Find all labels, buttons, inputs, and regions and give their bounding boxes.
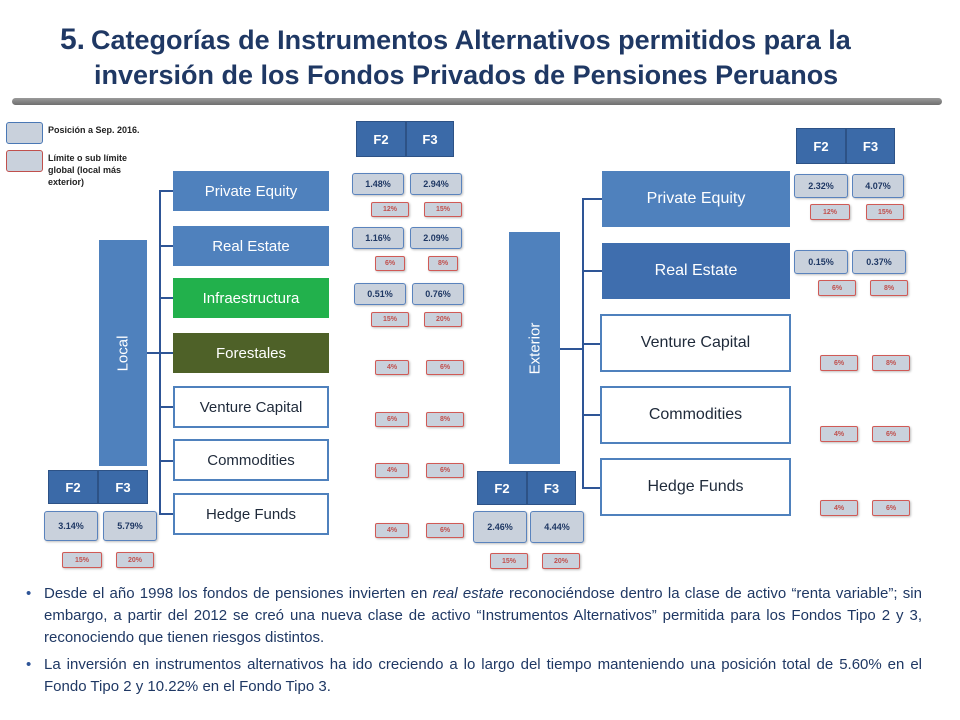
local-commod-f3-limit: 6% xyxy=(426,463,464,478)
exterior-re-f2-value: 0.15% xyxy=(794,250,848,274)
exterior-label: Exterior xyxy=(526,322,543,374)
local-total-f3-value: 5.79% xyxy=(103,511,157,541)
local-branch xyxy=(159,460,173,462)
local-hf-f3-limit: 6% xyxy=(426,523,464,538)
local-hf-f2-limit: 4% xyxy=(375,523,409,538)
exterior-category-real-estate: Real Estate xyxy=(602,243,790,299)
exterior-hf-f3-limit: 6% xyxy=(872,500,910,516)
local-branch xyxy=(159,352,173,354)
local-category-infraestructura: Infraestructura xyxy=(173,278,329,318)
local-re-f3-limit: 8% xyxy=(428,256,458,271)
exterior-branch xyxy=(582,414,602,416)
local-total-header-f2: F2 xyxy=(48,470,98,504)
exterior-pe-f2-limit: 12% xyxy=(810,204,850,220)
local-forest-f3-limit: 6% xyxy=(426,360,464,375)
bullet-1-italic: real estate xyxy=(432,585,504,602)
local-category-private-equity: Private Equity xyxy=(173,171,329,211)
exterior-pe-f3-value: 4.07% xyxy=(852,174,904,198)
exterior-re-f2-limit: 6% xyxy=(818,280,856,296)
exterior-total-header-f3: F3 xyxy=(527,471,576,505)
title-line-1: Categorías de Instrumentos Alternativos … xyxy=(91,25,851,55)
local-connector xyxy=(147,352,160,354)
exterior-branch xyxy=(582,198,602,200)
bullet-item-1: Desde el año 1998 los fondos de pensione… xyxy=(26,583,922,649)
exterior-vc-f3-limit: 8% xyxy=(872,355,910,371)
local-infra-f3-limit: 20% xyxy=(424,312,462,327)
exterior-column: Exterior xyxy=(509,232,560,464)
local-total-header-f3: F3 xyxy=(98,470,148,504)
exterior-re-f3-limit: 8% xyxy=(870,280,908,296)
exterior-hf-f2-limit: 4% xyxy=(820,500,858,516)
title-line-2: inversión de los Fondos Privados de Pens… xyxy=(94,60,839,90)
local-total-f2-value: 3.14% xyxy=(44,511,98,541)
local-infra-f3-value: 0.76% xyxy=(412,283,464,305)
exterior-pe-f3-limit: 15% xyxy=(866,204,904,220)
exterior-commod-f3-limit: 6% xyxy=(872,426,910,442)
local-vc-f2-limit: 6% xyxy=(375,412,409,427)
local-re-f3-value: 2.09% xyxy=(410,227,462,249)
exterior-branch xyxy=(582,270,602,272)
legend-limit-label: Límite o sub límite global (local más ex… xyxy=(48,153,128,187)
page-title: 5.Categorías de Instrumentos Alternativo… xyxy=(60,22,940,93)
exterior-category-hedge-funds: Hedge Funds xyxy=(600,458,791,516)
exterior-header-f2: F2 xyxy=(796,128,846,164)
exterior-total-f3-value: 4.44% xyxy=(530,511,584,543)
local-re-f2-value: 1.16% xyxy=(352,227,404,249)
title-number: 5. xyxy=(60,23,86,56)
local-branch xyxy=(159,245,173,247)
local-infra-f2-limit: 15% xyxy=(371,312,409,327)
exterior-commod-f2-limit: 4% xyxy=(820,426,858,442)
local-forest-f2-limit: 4% xyxy=(375,360,409,375)
local-branch xyxy=(159,190,173,192)
bullet-1-text-b: reconociéndose dentro la clase de activo… xyxy=(44,585,922,646)
exterior-category-private-equity: Private Equity xyxy=(602,171,790,227)
local-vc-f3-limit: 8% xyxy=(426,412,464,427)
legend-limit-swatch xyxy=(6,150,43,172)
local-category-hedge-funds: Hedge Funds xyxy=(173,493,329,535)
title-divider xyxy=(12,98,942,105)
legend-position-label: Posición a Sep. 2016. xyxy=(48,125,140,135)
exterior-re-f3-value: 0.37% xyxy=(852,250,906,274)
local-category-real-estate: Real Estate xyxy=(173,226,329,266)
exterior-category-commodities: Commodities xyxy=(600,386,791,444)
exterior-total-f2-value: 2.46% xyxy=(473,511,527,543)
local-branch xyxy=(159,406,173,408)
bullet-item-2: La inversión en instrumentos alternativo… xyxy=(26,654,922,698)
exterior-vc-f2-limit: 6% xyxy=(820,355,858,371)
exterior-total-f3-limit: 20% xyxy=(542,553,580,569)
local-pe-f2-limit: 12% xyxy=(371,202,409,217)
local-column: Local xyxy=(99,240,147,466)
local-pe-f3-value: 2.94% xyxy=(410,173,462,195)
local-category-commodities: Commodities xyxy=(173,439,329,481)
local-category-venture-capital: Venture Capital xyxy=(173,386,329,428)
bullet-2-text: La inversión en instrumentos alternativo… xyxy=(44,656,922,695)
exterior-header-f3: F3 xyxy=(846,128,895,164)
local-label: Local xyxy=(114,335,132,371)
exterior-pe-f2-value: 2.32% xyxy=(794,174,848,198)
local-header-f3: F3 xyxy=(406,121,454,157)
local-infra-f2-value: 0.51% xyxy=(354,283,406,305)
local-branch xyxy=(159,297,173,299)
exterior-connector xyxy=(560,348,583,350)
exterior-total-f2-limit: 15% xyxy=(490,553,528,569)
local-pe-f2-value: 1.48% xyxy=(352,173,404,195)
local-pe-f3-limit: 15% xyxy=(424,202,462,217)
exterior-branch xyxy=(582,343,602,345)
bullet-1-text-a: Desde el año 1998 los fondos de pensione… xyxy=(44,585,433,602)
exterior-branch xyxy=(582,487,602,489)
local-header-f2: F2 xyxy=(356,121,406,157)
local-re-f2-limit: 6% xyxy=(375,256,405,271)
exterior-total-header-f2: F2 xyxy=(477,471,527,505)
local-branch xyxy=(159,513,173,515)
bullet-list: Desde el año 1998 los fondos de pensione… xyxy=(26,583,922,703)
exterior-category-venture-capital: Venture Capital xyxy=(600,314,791,372)
local-total-f2-limit: 15% xyxy=(62,552,102,568)
local-commod-f2-limit: 4% xyxy=(375,463,409,478)
local-total-f3-limit: 20% xyxy=(116,552,154,568)
local-category-forestales: Forestales xyxy=(173,333,329,373)
legend-position-swatch xyxy=(6,122,43,144)
